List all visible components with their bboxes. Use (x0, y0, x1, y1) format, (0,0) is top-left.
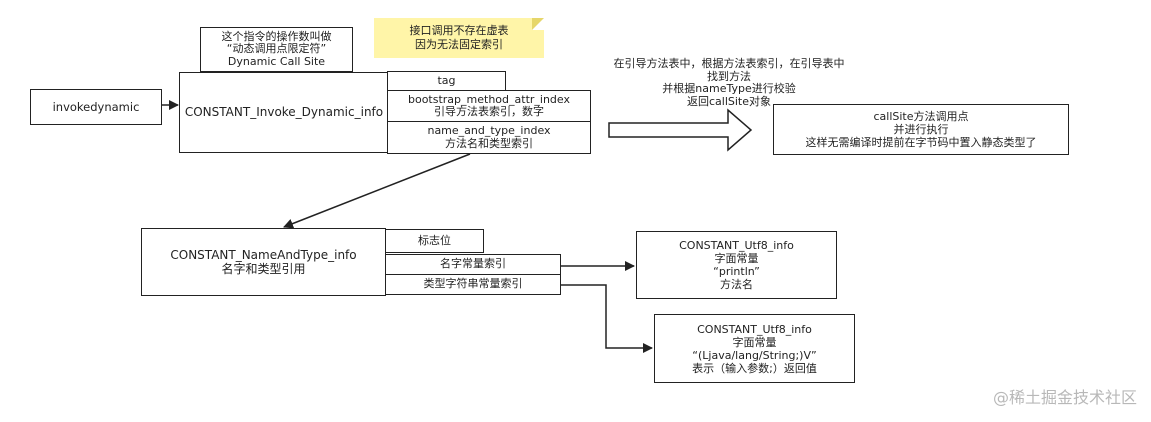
indy-bsm-desc: 引导方法表索引，数字 (434, 105, 544, 118)
flow-line-1: 在引导方法表中，根据方法表索引，在引导表中 (613, 57, 845, 70)
invokedynamic-label: invokedynamic (52, 99, 140, 114)
utf8-name-line-4: 方法名 (720, 278, 753, 291)
callsite-line-2: 并进行执行 (893, 123, 949, 136)
big-arrow (608, 108, 753, 152)
nat-info-desc: 名字和类型引用 (221, 262, 306, 276)
nat-name-index-cell: 名字常量索引 (385, 254, 561, 275)
nat-name-index-label: 名字常量索引 (440, 257, 506, 271)
indy-nat-name: name_and_type_index (427, 124, 551, 137)
nat-info-box: CONSTANT_NameAndType_info 名字和类型引用 (141, 228, 386, 296)
utf8-name-title: CONSTANT_Utf8_info (679, 239, 794, 252)
note-line-1: 接口调用不存在虚表 (409, 24, 509, 37)
nat-type-index-cell: 类型字符串常量索引 (385, 274, 561, 295)
sticky-note: 接口调用不存在虚表 因为无法固定索引 (374, 18, 544, 58)
indy-tag-cell: tag (387, 71, 506, 91)
utf8-type-line-2: 字面常量 (732, 335, 777, 349)
invokedynamic-box: invokedynamic (30, 89, 162, 125)
nat-flag-label: 标志位 (418, 233, 451, 247)
watermark: @稀土掘金技术社区 (992, 388, 1137, 407)
utf8-name-line-3: “println” (713, 265, 760, 278)
connector-nat (283, 153, 471, 229)
dcs-line-3: Dynamic Call Site (227, 54, 326, 68)
indy-bsm-cell: bootstrap_method_attr_index 引导方法表索引，数字 (387, 90, 591, 122)
nat-info-title: CONSTANT_NameAndType_info (170, 248, 357, 262)
indy-nat-desc: 方法名和类型索引 (445, 136, 533, 150)
dcs-line-1: 这个指令的操作数叫做 (221, 29, 332, 43)
utf8-name-line-2: 字面常量 (714, 252, 759, 265)
connector-type-index (560, 284, 653, 353)
callsite-box: callSite方法调用点 并进行执行 这样无需编译时提前在字节码中置入静态类型… (773, 104, 1069, 155)
callsite-line-1: callSite方法调用点 (873, 110, 969, 123)
utf8-type-line-4: 表示（输入参数;）返回值 (692, 361, 817, 375)
indy-info-box: CONSTANT_Invoke_Dynamic_info (179, 72, 389, 153)
flow-line-4: 返回callSite对象 (686, 94, 772, 108)
indy-info-title: CONSTANT_Invoke_Dynamic_info (184, 105, 384, 119)
note-fold (532, 18, 544, 30)
flow-line-3: 并根据nameType进行校验 (662, 82, 796, 95)
utf8-type-line-3: “(Ljava/lang/String;)V” (692, 348, 817, 362)
nat-type-index-label: 类型字符串常量索引 (423, 277, 523, 291)
callsite-line-3: 这样无需编译时提前在字节码中置入静态类型了 (805, 136, 1037, 149)
utf8-type-box: CONSTANT_Utf8_info 字面常量 “(Ljava/lang/Str… (654, 314, 855, 383)
indy-nat-cell: name_and_type_index 方法名和类型索引 (387, 121, 591, 154)
flow-line-2: 找到方法 (707, 69, 751, 83)
flow-text: 在引导方法表中，根据方法表索引，在引导表中 找到方法 并根据nameType进行… (598, 57, 860, 108)
utf8-name-box: CONSTANT_Utf8_info 字面常量 “println” 方法名 (636, 231, 837, 299)
dynamic-call-site-box: 这个指令的操作数叫做 “动态调用点限定符” Dynamic Call Site (200, 27, 353, 72)
dcs-line-2: “动态调用点限定符” (226, 42, 327, 56)
nat-flag-cell: 标志位 (385, 229, 484, 253)
utf8-type-title: CONSTANT_Utf8_info (697, 322, 812, 336)
indy-tag-label: tag (437, 73, 456, 87)
indy-bsm-name: bootstrap_method_attr_index (407, 92, 570, 106)
note-line-2: 因为无法固定索引 (415, 38, 503, 51)
